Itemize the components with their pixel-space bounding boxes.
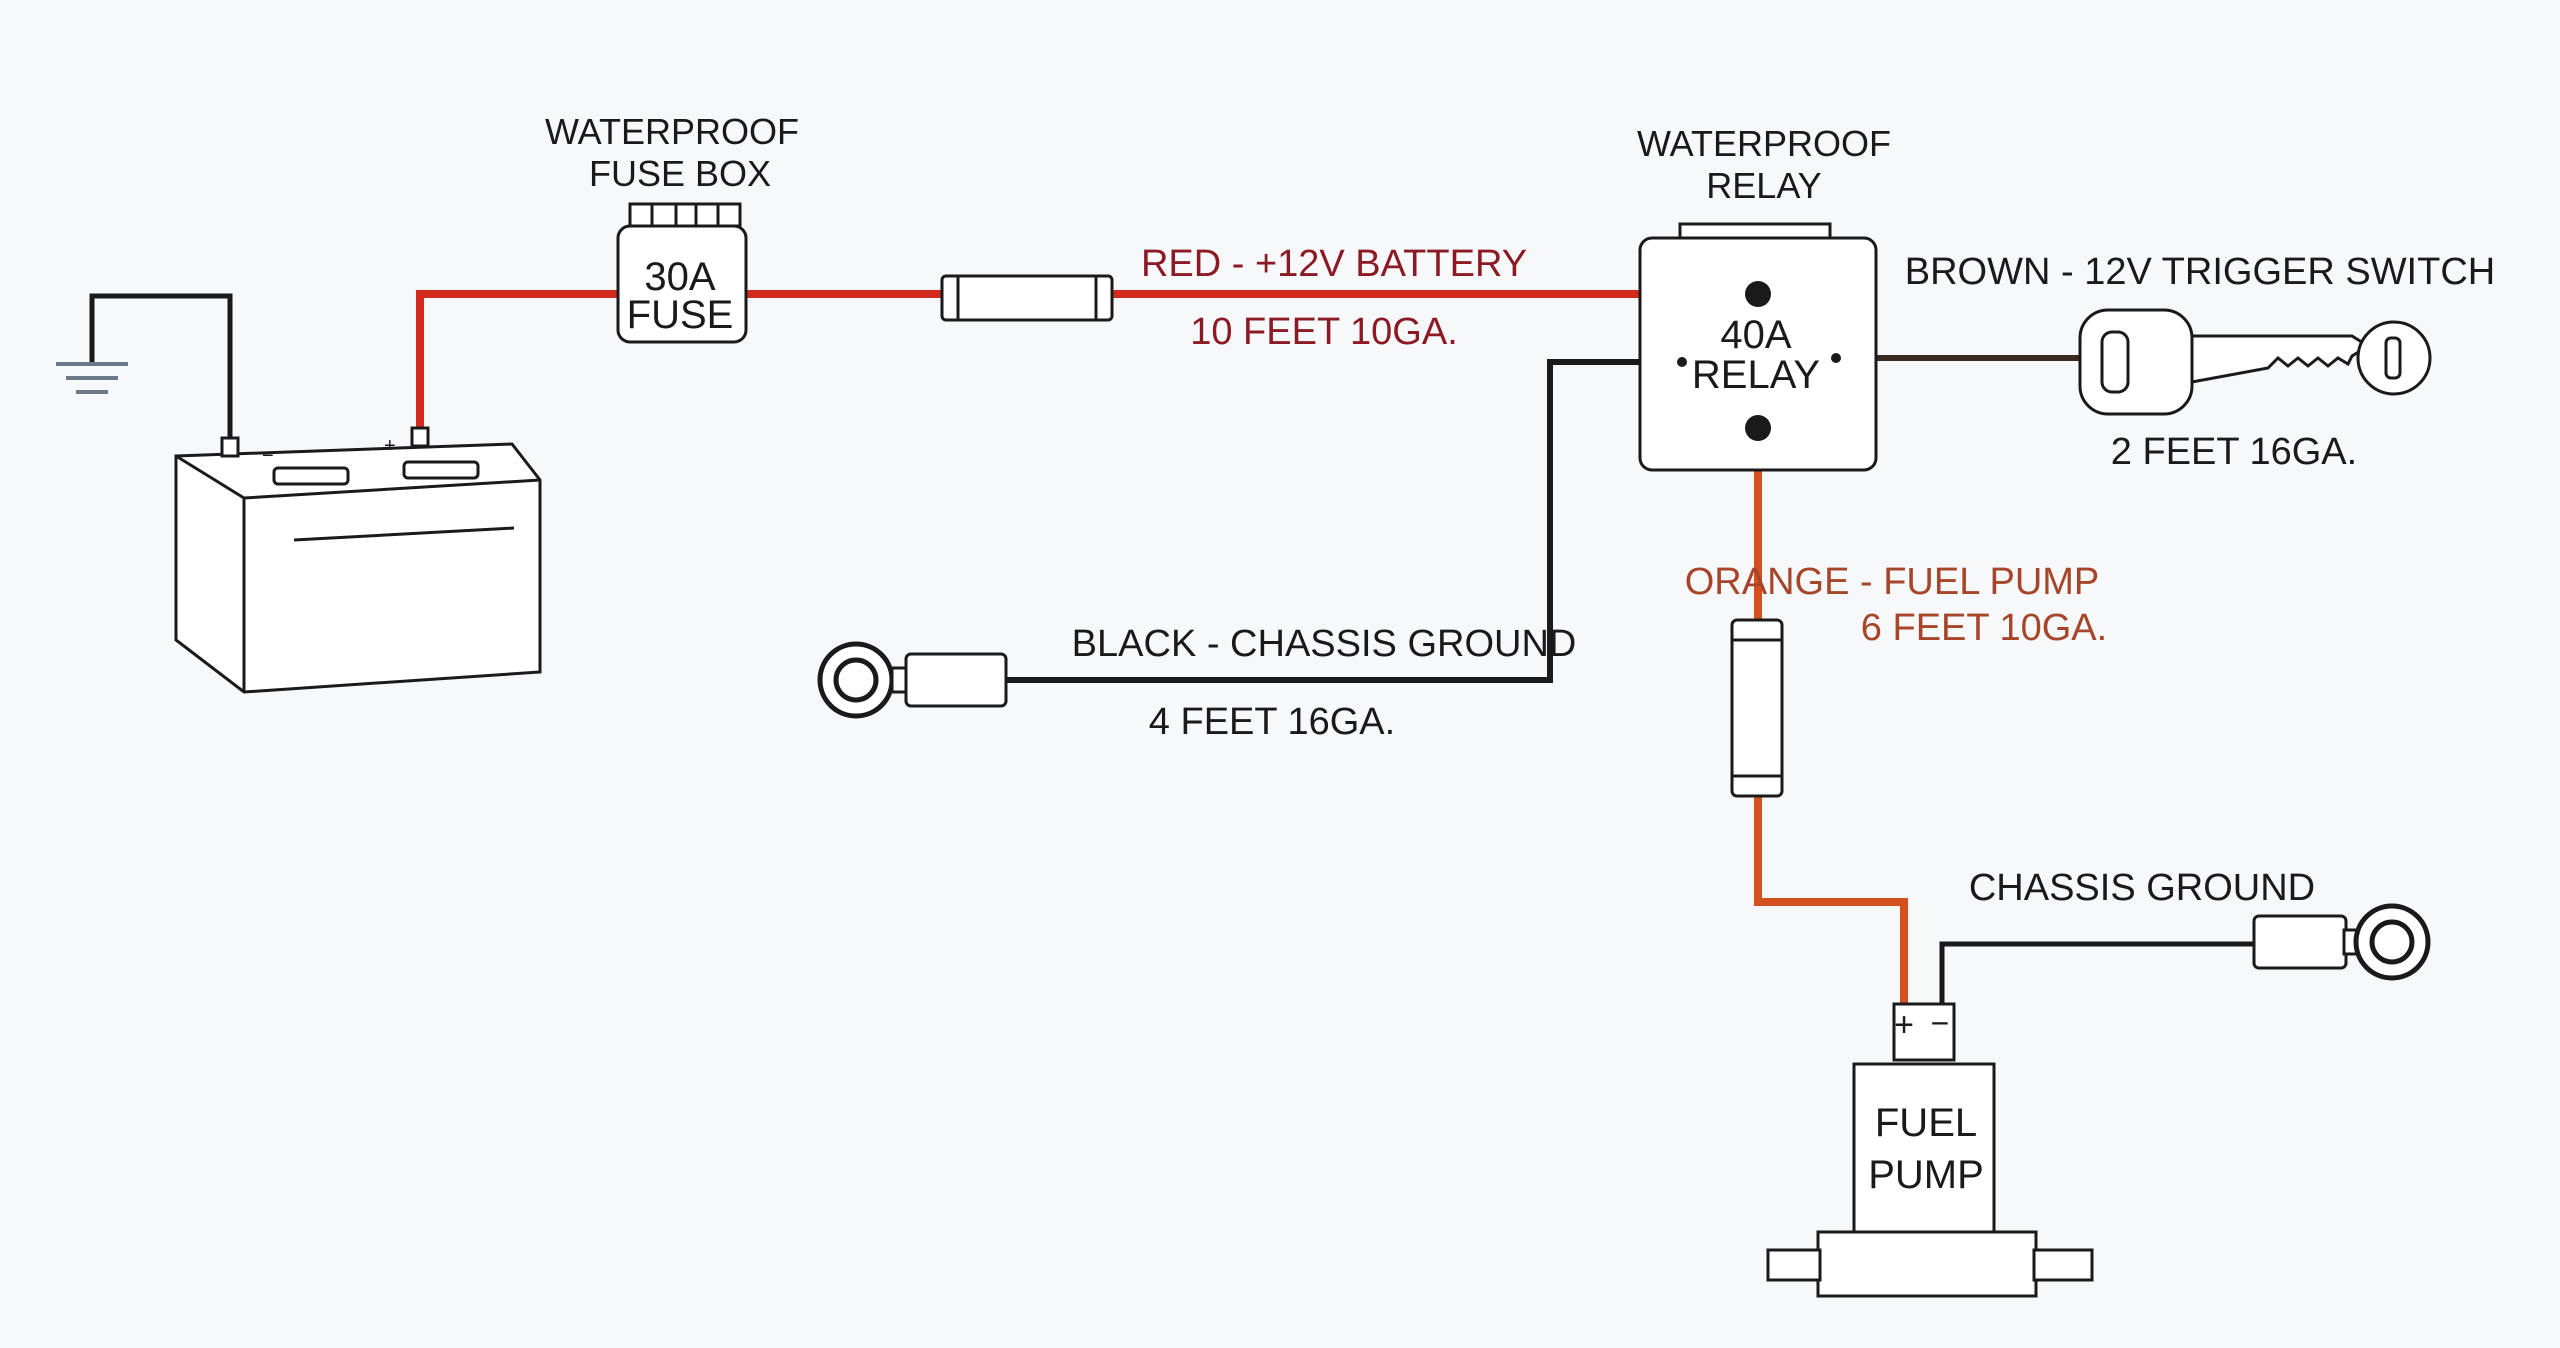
relay-title-line2: RELAY [1706,165,1821,206]
fuel-pump-line1: FUEL [1875,1101,1977,1145]
pump-minus-label: − [1931,1005,1950,1041]
black-wire [1006,359,1680,683]
red-wire-label: RED - +12V BATTERY [1141,243,1527,285]
fuse-rating: 30A [644,255,715,299]
orange-wire-label: ORANGE - FUEL PUMP [1685,561,2100,603]
brown-wire-label: BROWN - 12V TRIGGER SWITCH [1905,251,2495,293]
fuse-label: FUSE [627,293,734,337]
relay-label: RELAY [1692,353,1820,397]
pump-plus-label: + [1894,1006,1914,1044]
battery-plus-label: + [384,435,396,457]
ring-terminal-pump-ground-icon [2252,903,2431,981]
brown-wire-length: 2 FEET 16GA. [2111,431,2357,473]
earth-ground-icon [56,362,128,394]
relay: WATERPROOF RELAY 40A RELAY [1637,123,1891,472]
red-wire-splice [940,274,1114,322]
fuel-pump: + − FUEL PUMP [1766,1002,2094,1298]
fuel-pump-line2: PUMP [1868,1153,1984,1197]
fuse-box: WATERPROOF FUSE BOX 30A FUSE [545,111,799,344]
orange-wire-splice [1730,618,1784,798]
red-wire-battery-to-fuse [416,290,620,430]
key-switch-icon [2078,308,2432,416]
pump-ground-label: CHASSIS GROUND [1969,867,2315,909]
red-wire-length: 10 FEET 10GA. [1190,311,1458,353]
pump-ground-wire [1939,941,2256,1004]
fuse-box-title-line2: FUSE BOX [589,153,771,194]
relay-title-line1: WATERPROOF [1637,123,1891,164]
battery-icon: − + [174,426,542,694]
fuse-box-title-line1: WATERPROOF [545,111,799,152]
black-wire-length: 4 FEET 16GA. [1149,701,1395,743]
black-wire-label: BLACK - CHASSIS GROUND [1072,623,1577,665]
battery-minus-label: − [262,445,274,467]
battery-ground-wire [89,293,233,440]
relay-rating: 40A [1720,313,1791,357]
ring-terminal-black-icon [817,641,1008,719]
orange-wire-length: 6 FEET 10GA. [1861,607,2107,649]
